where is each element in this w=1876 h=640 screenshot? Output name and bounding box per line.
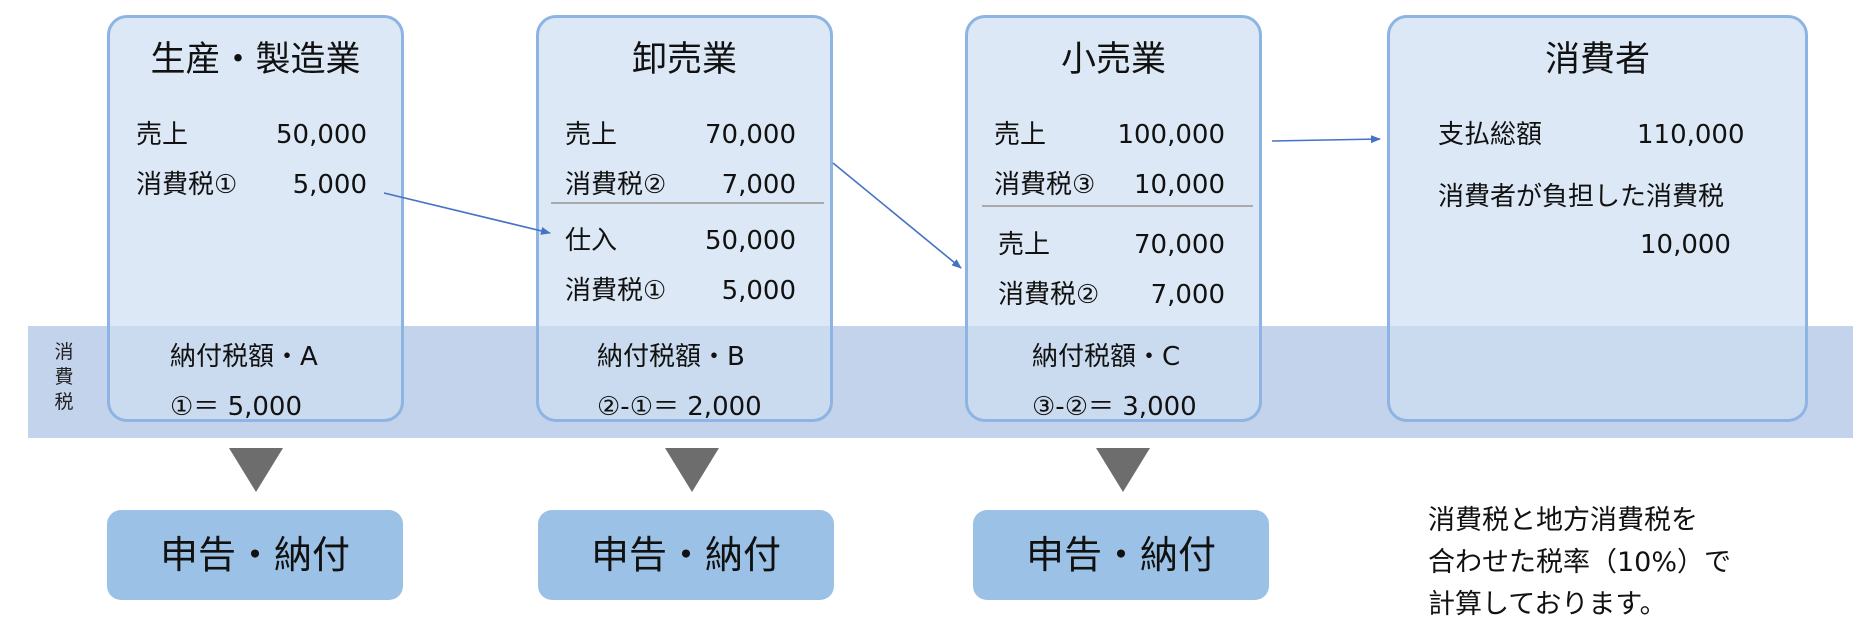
band-label-char: 消	[54, 341, 74, 363]
row-value: 100,000	[1117, 120, 1225, 150]
row-value: 70,000	[1134, 230, 1225, 260]
tax-formula: ①＝ 5,000	[170, 392, 303, 422]
note-line: 計算しております。	[1428, 589, 1667, 620]
down-arrow-icon	[665, 448, 719, 492]
stage-title: 生産・製造業	[150, 40, 361, 80]
burden-value: 10,000	[1640, 230, 1731, 260]
tax-label: 納付税額・B	[597, 342, 745, 372]
tax-formula: ③-②＝ 3,000	[1032, 392, 1197, 422]
row-value: 50,000	[276, 120, 367, 150]
row-value: 7,000	[1150, 280, 1225, 310]
file-and-pay-button[interactable]: 申告・納付	[538, 510, 834, 600]
tax-label: 納付税額・A	[170, 342, 318, 372]
stage-box-retailer: 小売業 売上 100,000 消費税③ 10,000 売上 70,000 消費税…	[965, 15, 1262, 422]
row-label: 仕入	[565, 226, 618, 256]
row-label: 消費税①	[136, 170, 238, 200]
flow-arrow	[383, 192, 551, 235]
row-value: 50,000	[705, 226, 796, 256]
file-and-pay-button[interactable]: 申告・納付	[973, 510, 1269, 600]
row-value: 5,000	[721, 276, 796, 306]
band-label-char: 税	[54, 391, 74, 413]
row-label: 売上	[136, 120, 189, 150]
band-label: 消 費 税	[48, 340, 80, 415]
row-label: 売上	[998, 230, 1051, 260]
stage-title: 小売業	[1060, 40, 1166, 80]
row-label: 売上	[994, 120, 1047, 150]
row-value: 5,000	[292, 170, 367, 200]
row-divider	[551, 202, 824, 204]
row-value: 10,000	[1134, 170, 1225, 200]
row-label: 消費税①	[565, 276, 667, 306]
row-value: 7,000	[721, 170, 796, 200]
stage-box-manufacturer: 生産・製造業 売上 50,000 消費税① 5,000 納付税額・A ①＝ 5,…	[107, 15, 404, 422]
note-line: 合わせた税率（10%）で	[1428, 547, 1732, 578]
stage-box-wholesaler: 卸売業 売上 70,000 消費税② 7,000 仕入 50,000 消費税① …	[536, 15, 833, 422]
tax-rate-note: 消費税と地方消費税を 合わせた税率（10%）で 計算しております。	[1428, 500, 1731, 626]
note-line: 消費税と地方消費税を	[1428, 505, 1698, 536]
row-label: 消費税②	[565, 170, 667, 200]
flow-arrow	[1271, 135, 1381, 144]
row-label: 消費税②	[998, 280, 1100, 310]
total-value: 110,000	[1637, 120, 1745, 150]
file-and-pay-button[interactable]: 申告・納付	[107, 510, 403, 600]
tax-label: 納付税額・C	[1032, 342, 1181, 372]
flow-arrow	[832, 162, 962, 269]
down-arrow-icon	[1096, 448, 1150, 492]
stage-title: 卸売業	[631, 40, 737, 80]
consumer-title: 消費者	[1544, 40, 1650, 80]
down-arrow-icon	[229, 448, 283, 492]
stage-box-consumer: 消費者 支払総額 110,000 消費者が負担した消費税 10,000	[1387, 15, 1808, 422]
row-value: 70,000	[705, 120, 796, 150]
tax-formula: ②-①＝ 2,000	[597, 392, 762, 422]
row-divider	[982, 205, 1253, 207]
band-label-char: 費	[54, 366, 74, 388]
burden-label: 消費者が負担した消費税	[1438, 182, 1725, 212]
row-label: 売上	[565, 120, 618, 150]
total-label: 支払総額	[1438, 120, 1543, 150]
row-label: 消費税③	[994, 170, 1096, 200]
